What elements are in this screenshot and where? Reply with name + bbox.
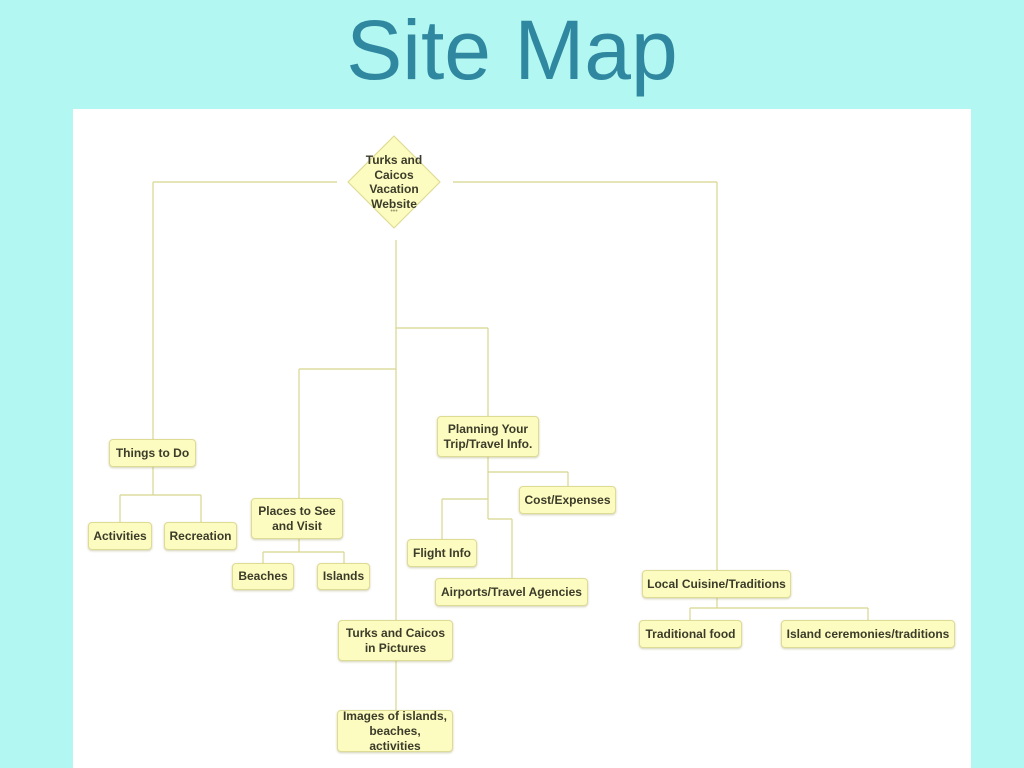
node-places-to-see[interactable]: Places to See and Visit bbox=[251, 498, 343, 539]
diamond-shape bbox=[347, 135, 441, 229]
node-planning[interactable]: Planning Your Trip/Travel Info. bbox=[437, 416, 539, 457]
node-traditional-food[interactable]: Traditional food bbox=[639, 620, 742, 648]
site-map-canvas: Turks and Caicos Vacation Website ••• Th… bbox=[73, 109, 971, 768]
node-things-to-do[interactable]: Things to Do bbox=[109, 439, 196, 467]
node-cost-expenses[interactable]: Cost/Expenses bbox=[519, 486, 616, 514]
node-activities[interactable]: Activities bbox=[88, 522, 152, 550]
page-title: Site Map bbox=[346, 3, 678, 97]
node-flight-info[interactable]: Flight Info bbox=[407, 539, 477, 567]
node-recreation[interactable]: Recreation bbox=[164, 522, 237, 550]
root-node[interactable]: Turks and Caicos Vacation Website ••• bbox=[346, 134, 442, 230]
node-images[interactable]: Images of islands, beaches, activities bbox=[337, 709, 453, 753]
node-airports-agencies[interactable]: Airports/Travel Agencies bbox=[435, 578, 588, 606]
node-local-cuisine[interactable]: Local Cuisine/Traditions bbox=[642, 570, 791, 598]
node-beaches[interactable]: Beaches bbox=[232, 563, 294, 590]
connector-lines bbox=[119, 181, 869, 710]
root-node-dots: ••• bbox=[390, 208, 398, 215]
node-islands[interactable]: Islands bbox=[317, 563, 370, 590]
node-pictures[interactable]: Turks and Caicos in Pictures bbox=[338, 620, 453, 661]
node-island-ceremonies[interactable]: Island ceremonies/traditions bbox=[781, 620, 955, 648]
root-node-label: Turks and Caicos Vacation Website bbox=[365, 153, 423, 211]
